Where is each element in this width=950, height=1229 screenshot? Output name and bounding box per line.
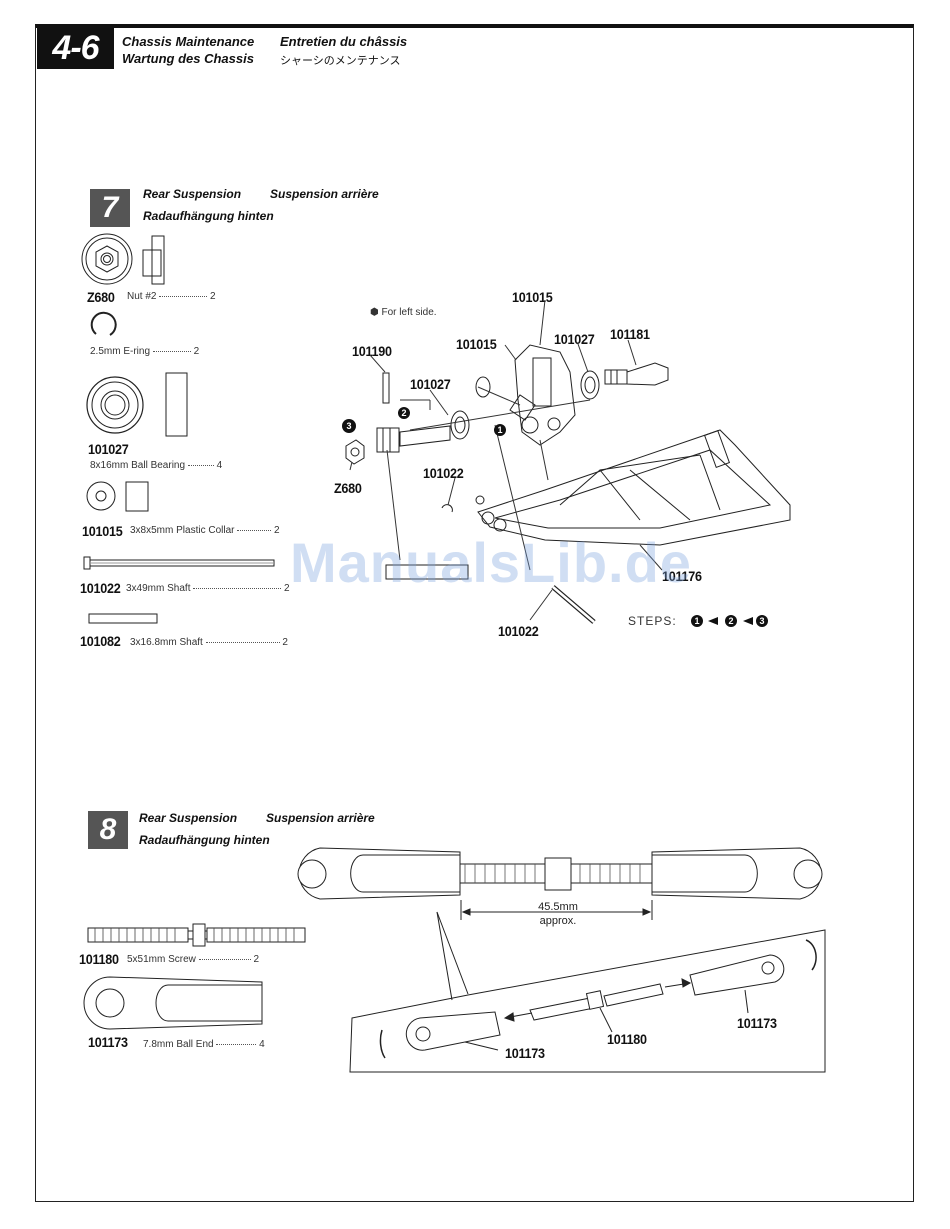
diagram-label: Z680 xyxy=(334,480,362,496)
part-code: 101027 xyxy=(88,441,129,457)
suspension-arm-drawing xyxy=(477,429,791,546)
step-8-title-en: Rear Suspension xyxy=(139,811,238,825)
part-code: 101022 xyxy=(80,580,121,596)
dimension-note: approx. xyxy=(539,915,577,927)
ball-bearing-icon xyxy=(86,372,188,437)
svg-text:2: 2 xyxy=(401,408,406,418)
section-number: 4-6 xyxy=(37,27,114,69)
turnbuckle-drawing xyxy=(297,847,823,900)
part-desc: 7.8mm Ball End 4 xyxy=(143,1039,265,1050)
diagram-label: 101173 xyxy=(737,1015,777,1031)
ball-end-icon xyxy=(83,976,263,1030)
diagram-label: 101027 xyxy=(410,376,451,392)
title-jp: シャーシのメンテナンス xyxy=(280,54,401,67)
part-desc: 2.5mm E-ring 2 xyxy=(90,346,200,357)
page-frame xyxy=(35,24,914,1202)
svg-text:3: 3 xyxy=(759,616,764,626)
diagram-label: 101022 xyxy=(498,623,539,639)
step-7-title-fr: Suspension arrière xyxy=(270,187,379,201)
e-clip-drawing xyxy=(441,495,485,513)
ball-end-left xyxy=(405,1011,501,1051)
title-de: Wartung des Chassis xyxy=(122,51,254,66)
left-side-note: ⬢ For left side. xyxy=(370,307,437,318)
diagram-label: 101022 xyxy=(423,465,464,481)
svg-text:1: 1 xyxy=(694,616,699,626)
diagram-label: 101015 xyxy=(456,336,497,352)
hub-carrier-drawing xyxy=(509,344,576,446)
e-ring-icon xyxy=(90,311,117,336)
step-8-title-de: Radaufhängung hinten xyxy=(139,833,270,847)
collar-pin-drawing xyxy=(382,372,491,404)
part-desc: 8x16mm Ball Bearing 4 xyxy=(90,460,223,471)
step-8-title-fr: Suspension arrière xyxy=(266,811,375,825)
svg-text:3: 3 xyxy=(346,421,351,431)
title-fr: Entretien du châssis xyxy=(280,34,408,49)
plastic-collar-icon xyxy=(86,481,149,512)
svg-text:2: 2 xyxy=(728,616,733,626)
part-code: 101082 xyxy=(80,633,121,649)
title-en: Chassis Maintenance xyxy=(122,34,255,49)
nut-icon xyxy=(81,233,165,285)
part-desc: 3x49mm Shaft 2 xyxy=(126,583,290,594)
step-7-title-en: Rear Suspension xyxy=(143,187,242,201)
short-shaft-icon xyxy=(88,613,158,624)
step-7-title-de: Radaufhängung hinten xyxy=(143,209,274,223)
ball-end-right xyxy=(689,954,785,996)
part-code: 101173 xyxy=(88,1034,128,1050)
steps-text: STEPS: xyxy=(628,614,677,628)
part-desc: 3x16.8mm Shaft 2 xyxy=(130,637,288,648)
part-code: 101015 xyxy=(82,523,123,539)
watermark-text: ManualsLib.de xyxy=(290,531,692,594)
shaft-icon xyxy=(83,556,275,570)
part-desc: Nut #2 2 xyxy=(127,291,216,302)
diagram-label: 101176 xyxy=(662,568,702,584)
part-desc: 3x8x5mm Plastic Collar 2 xyxy=(130,525,280,536)
axle-drawing xyxy=(345,410,470,465)
svg-text:1: 1 xyxy=(497,425,502,435)
diagram-label: 101190 xyxy=(352,343,392,359)
diagram-label: 101180 xyxy=(607,1031,647,1047)
diagram-label: 101181 xyxy=(610,326,650,342)
dimension-value: 45.5mm xyxy=(538,901,578,913)
step-8-badge: 8 xyxy=(88,811,128,849)
part-code: Z680 xyxy=(87,289,115,305)
screw-icon xyxy=(87,923,306,947)
drive-cup-drawing xyxy=(580,362,669,400)
step-7-badge: 7 xyxy=(90,189,130,227)
diagram-label: 101015 xyxy=(512,289,553,305)
diagram-label: 101027 xyxy=(554,331,595,347)
diagram-label: 101173 xyxy=(505,1045,545,1061)
part-code: 101180 xyxy=(79,951,119,967)
part-desc: 5x51mm Screw 2 xyxy=(127,954,260,965)
